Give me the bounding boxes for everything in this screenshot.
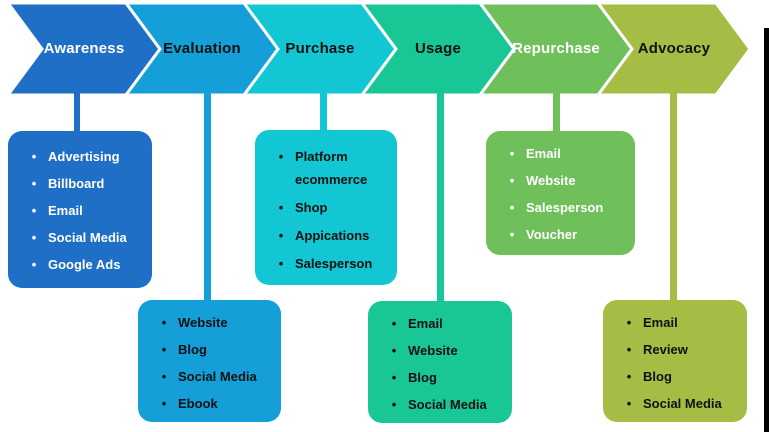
stage-label-purchase: Purchase [285, 40, 355, 57]
list-item: •Social Media [20, 224, 146, 251]
awareness-channels-box: •Advertising •Billboard •Email •Social M… [8, 131, 152, 288]
bullet-icon: • [161, 342, 167, 357]
bullet-icon: • [391, 370, 397, 385]
list-item: •Google Ads [20, 251, 146, 278]
bullet-icon: • [31, 230, 37, 245]
list-item: •Blog [615, 363, 741, 390]
bullet-icon: • [278, 228, 284, 243]
list-item: •Email [380, 310, 506, 337]
bullet-icon: • [391, 397, 397, 412]
bullet-icon: • [278, 149, 284, 164]
stage-chevron-band [5, 1, 752, 97]
bullet-icon: • [509, 200, 515, 215]
bullet-icon: • [391, 316, 397, 331]
repurchase-channels-box: •Email •Website •Salesperson •Voucher [486, 131, 635, 255]
list-item: •Social Media [615, 390, 741, 417]
connector-evaluation [204, 90, 211, 304]
usage-channels-box: •Email •Website •Blog •Social Media [368, 301, 512, 423]
list-item: •Voucher [498, 221, 629, 248]
list-item: •Email [20, 197, 146, 224]
list-item: •Billboard [20, 170, 146, 197]
list-item: •Social Media [150, 363, 275, 390]
window-edge [764, 28, 769, 432]
stage-label-advocacy: Advocacy [637, 40, 711, 57]
evaluation-channels-box: •Website •Blog •Social Media •Ebook [138, 300, 281, 422]
bullet-icon: • [31, 176, 37, 191]
chevron-advocacy [595, 1, 752, 97]
connector-awareness [74, 90, 80, 135]
bullet-icon: • [161, 315, 167, 330]
advocacy-channels-box: •Email •Review •Blog •Social Media [603, 300, 747, 422]
bullet-icon: • [391, 343, 397, 358]
list-item: •Salesperson [498, 194, 629, 221]
stage-label-evaluation: Evaluation [163, 40, 241, 57]
connector-repurchase [553, 90, 560, 135]
bullet-icon: • [278, 256, 284, 271]
list-item: •Blog [380, 364, 506, 391]
bullet-icon: • [278, 200, 284, 215]
bullet-icon: • [509, 146, 515, 161]
list-item: •Blog [150, 336, 275, 363]
stage-label-repurchase: Repurchase [512, 40, 600, 57]
bullet-icon: • [509, 227, 515, 242]
bullet-icon: • [509, 173, 515, 188]
list-item: •Salesperson [267, 252, 391, 275]
list-item: •Website [498, 167, 629, 194]
stage-label-awareness: Awareness [43, 40, 125, 57]
bullet-icon: • [626, 342, 632, 357]
list-item: •Shop [267, 196, 391, 219]
list-item: •Website [380, 337, 506, 364]
connector-purchase [320, 90, 327, 134]
list-item: •Review [615, 336, 741, 363]
list-item: •Ebook [150, 390, 275, 417]
bullet-icon: • [626, 315, 632, 330]
stage-label-usage: Usage [414, 40, 462, 57]
connector-advocacy [670, 90, 677, 304]
bullet-icon: • [31, 203, 37, 218]
bullet-icon: • [161, 369, 167, 384]
connector-usage [437, 90, 444, 305]
bullet-icon: • [31, 257, 37, 272]
list-item: •Email [615, 309, 741, 336]
list-item: •Email [498, 140, 629, 167]
purchase-channels-box: •Platform ecommerce •Shop •Appications •… [255, 130, 397, 285]
bullet-icon: • [31, 149, 37, 164]
list-item: •Platform ecommerce [267, 145, 391, 191]
bullet-icon: • [626, 396, 632, 411]
list-item: •Social Media [380, 391, 506, 418]
list-item: •Website [150, 309, 275, 336]
bullet-icon: • [626, 369, 632, 384]
list-item: •Advertising [20, 143, 146, 170]
list-item: •Appications [267, 224, 391, 247]
bullet-icon: • [161, 396, 167, 411]
